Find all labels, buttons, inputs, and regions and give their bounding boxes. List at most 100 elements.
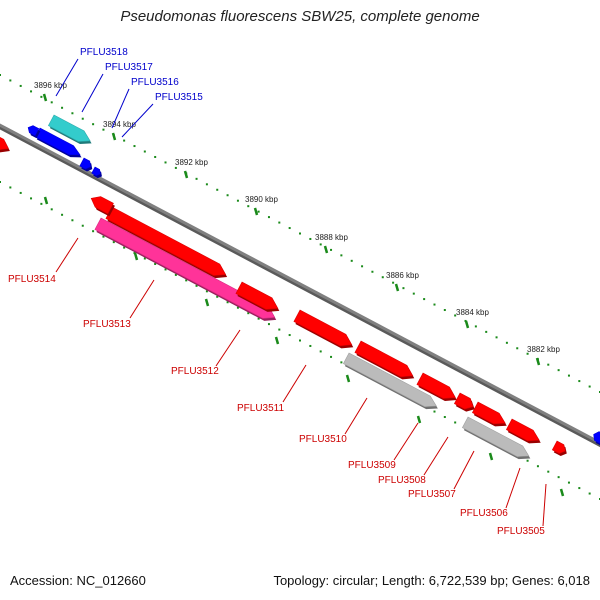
outer-ruler-dot bbox=[174, 166, 177, 169]
outer-ruler-dot bbox=[50, 101, 53, 104]
inner-ruler-tick bbox=[274, 336, 280, 345]
gene-PFLU3510-face bbox=[342, 352, 437, 407]
inner-ruler-dot bbox=[143, 257, 146, 260]
inner-ruler-dot bbox=[567, 481, 570, 484]
accession-text: Accession: NC_012660 bbox=[10, 573, 146, 588]
ruler-tick-label: 3882 kbp bbox=[527, 345, 560, 354]
outer-ruler-dot bbox=[226, 194, 229, 197]
label-PFLU3508-leader bbox=[423, 436, 449, 476]
gene-PFLU3506-b[interactable] bbox=[505, 418, 541, 444]
inner-ruler-dot bbox=[81, 224, 84, 227]
gene-PFLU3514[interactable] bbox=[90, 196, 115, 217]
label-PFLU3514-leader bbox=[55, 237, 79, 273]
gene-edge-right[interactable] bbox=[593, 431, 600, 446]
gene-small-left[interactable] bbox=[27, 125, 41, 139]
label-PFLU3512-label[interactable]: PFLU3512 bbox=[171, 366, 219, 377]
gene-PFLU3518[interactable] bbox=[47, 114, 92, 145]
outer-ruler-dot bbox=[454, 314, 457, 317]
gene-PFLU3505-face bbox=[551, 440, 566, 454]
ruler-tick-label: 3892 kbp bbox=[175, 158, 208, 167]
ruler-tick-label: 3884 kbp bbox=[456, 308, 489, 317]
label-PFLU3510-leader bbox=[344, 397, 368, 435]
outer-ruler-dot bbox=[288, 227, 291, 230]
label-PFLU3517-leader bbox=[81, 73, 104, 113]
label-PFLU3510-label[interactable]: PFLU3510 bbox=[299, 434, 347, 445]
outer-ruler-dot bbox=[330, 248, 333, 251]
label-PFLU3505-label[interactable]: PFLU3505 bbox=[497, 526, 545, 537]
gene-PFLU3508[interactable] bbox=[416, 372, 457, 402]
inner-ruler-dot bbox=[247, 312, 250, 315]
label-PFLU3506-label[interactable]: PFLU3506 bbox=[460, 508, 508, 519]
inner-ruler-tick bbox=[204, 298, 210, 307]
inner-ruler-dot bbox=[526, 459, 529, 462]
gene-PFLU3510[interactable] bbox=[342, 352, 438, 410]
label-PFLU3517-label[interactable]: PFLU3517 bbox=[105, 62, 153, 73]
inner-ruler-dot bbox=[257, 317, 260, 320]
label-PFLU3509-label[interactable]: PFLU3509 bbox=[348, 460, 396, 471]
label-PFLU3516-label[interactable]: PFLU3516 bbox=[131, 77, 179, 88]
gene-PFLU3505[interactable] bbox=[551, 440, 567, 456]
gene-PFLU3509[interactable] bbox=[354, 340, 415, 380]
gene-PFLU3514-body[interactable] bbox=[105, 206, 228, 279]
inner-ruler-dot bbox=[30, 197, 33, 200]
label-PFLU3513-label[interactable]: PFLU3513 bbox=[83, 319, 131, 330]
outer-ruler-dot bbox=[216, 188, 219, 191]
inner-ruler-tick bbox=[416, 415, 422, 424]
inner-ruler-dot bbox=[319, 350, 322, 353]
outer-ruler-dot bbox=[433, 303, 436, 306]
outer-ruler-dot bbox=[588, 385, 591, 388]
outer-ruler-dot bbox=[340, 254, 343, 257]
gene-PFLU3516[interactable] bbox=[79, 157, 93, 172]
label-PFLU3515-label[interactable]: PFLU3515 bbox=[155, 92, 203, 103]
gene-PFLU3513-face bbox=[94, 217, 276, 319]
inner-ruler-dot bbox=[299, 339, 301, 342]
outer-ruler-dot bbox=[61, 106, 64, 109]
label-PFLU3511-label[interactable]: PFLU3511 bbox=[237, 403, 285, 414]
outer-ruler-dot bbox=[567, 374, 570, 377]
outer-ruler-dot bbox=[474, 325, 477, 328]
gene-edge-left[interactable] bbox=[0, 132, 10, 153]
gene-PFLU3511[interactable] bbox=[293, 309, 354, 349]
inner-ruler-dot bbox=[50, 208, 53, 211]
outer-ruler-dot bbox=[578, 380, 581, 383]
gene-PFLU3514-face bbox=[90, 196, 114, 215]
inner-ruler-dot bbox=[61, 213, 64, 216]
gene-PFLU3512[interactable] bbox=[235, 281, 280, 312]
outer-ruler-dot bbox=[0, 74, 1, 76]
outer-ruler-dot bbox=[195, 177, 198, 180]
gene-PFLU3507[interactable] bbox=[453, 392, 475, 412]
outer-ruler-dot bbox=[505, 341, 508, 344]
inner-ruler-dot bbox=[133, 252, 136, 255]
gene-PFLU3506[interactable] bbox=[461, 416, 531, 460]
ruler-tick bbox=[394, 283, 400, 292]
label-PFLU3511-leader bbox=[282, 364, 307, 403]
inner-ruler-dot bbox=[216, 295, 219, 298]
label-PFLU3507-label[interactable]: PFLU3507 bbox=[408, 489, 456, 500]
ruler-tick bbox=[464, 320, 470, 329]
outer-ruler-dot bbox=[267, 216, 270, 219]
label-PFLU3508-label[interactable]: PFLU3508 bbox=[378, 475, 426, 486]
gene-PFLU3509-face bbox=[354, 340, 414, 378]
inner-ruler-dot bbox=[195, 284, 198, 287]
gene-PFLU3514-body-face bbox=[105, 206, 227, 276]
inner-ruler-dot bbox=[330, 355, 333, 358]
gene-PFLU3508-b[interactable] bbox=[471, 401, 507, 427]
label-PFLU3514-label[interactable]: PFLU3514 bbox=[8, 274, 56, 285]
ruler-tick bbox=[535, 357, 541, 366]
label-PFLU3506-leader bbox=[505, 467, 521, 509]
inner-ruler-dot bbox=[557, 476, 560, 479]
outer-ruler-dot bbox=[102, 128, 105, 131]
ruler-tick-label: 3894 kbp bbox=[103, 120, 136, 129]
gene-small-left-face bbox=[27, 125, 40, 137]
outer-ruler-dot bbox=[164, 161, 167, 164]
gene-PFLU3508-b-face bbox=[471, 401, 506, 425]
outer-ruler-dot bbox=[236, 199, 239, 202]
label-PFLU3518-label[interactable]: PFLU3518 bbox=[80, 47, 128, 58]
outer-ruler-dot bbox=[30, 90, 33, 93]
outer-ruler-dot bbox=[81, 117, 84, 120]
label-PFLU3516-leader bbox=[111, 88, 130, 129]
gene-PFLU3515[interactable] bbox=[91, 166, 102, 179]
inner-ruler-dot bbox=[154, 262, 157, 265]
gene-PFLU3513[interactable] bbox=[94, 217, 277, 321]
